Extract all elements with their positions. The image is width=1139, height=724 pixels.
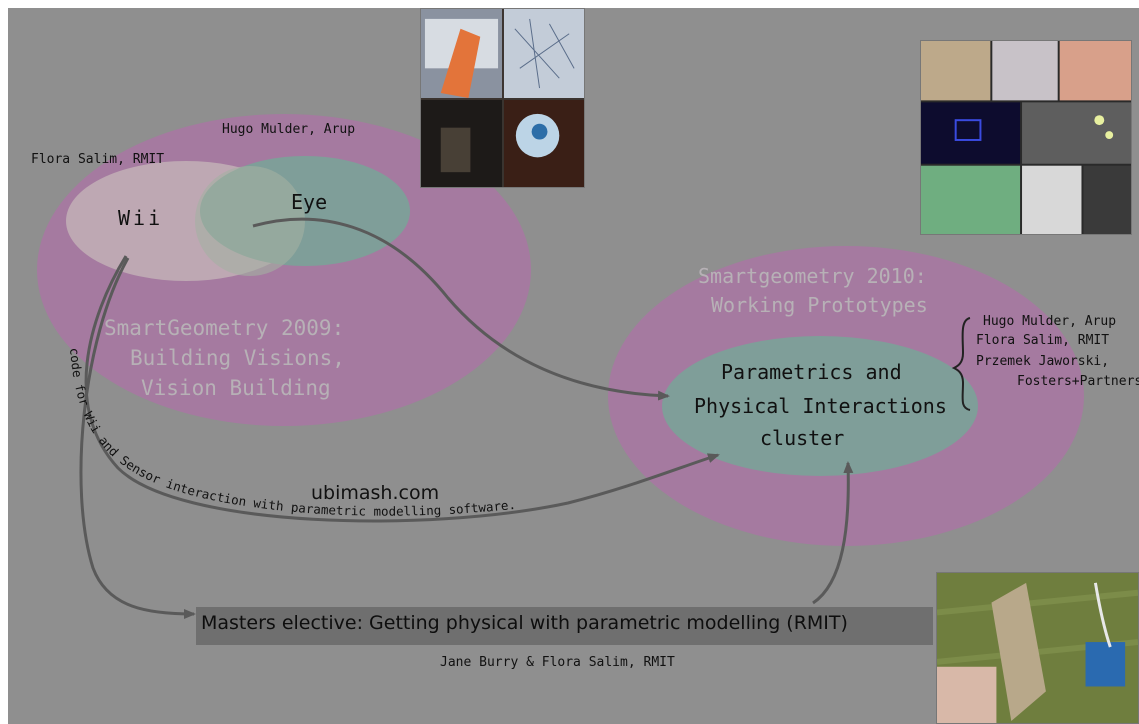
cluster-ellipse	[662, 336, 978, 476]
people-brace	[951, 317, 971, 411]
photo-collage-prototypes-graphic	[921, 41, 1131, 234]
arrow-wii-to-elective	[79, 257, 196, 619]
photo-collage-wii-graphic	[421, 9, 584, 187]
arrow-eye-to-cluster	[252, 217, 670, 401]
sg2010-title-line2: Working Prototypes	[711, 293, 928, 317]
eye-label: Eye	[291, 190, 328, 214]
photo-elective-prototype-graphic	[937, 573, 1138, 723]
sg2009-title-line2: Building Visions,	[130, 346, 345, 370]
sg2010-person-3: Przemek Jaworski,	[976, 354, 1110, 369]
sg2010-person-2: Flora Salim, RMIT	[976, 333, 1110, 348]
wii-label: Wii	[118, 206, 164, 230]
photo-collage-prototypes	[920, 40, 1132, 235]
cluster-line2: Physical Interactions	[694, 394, 947, 418]
diagram-canvas: code for Wii and Sensor interaction with…	[8, 8, 1139, 724]
arrow-elective-to-cluster	[812, 461, 854, 605]
photo-collage-wii	[420, 8, 585, 188]
elective-people: Jane Burry & Flora Salim, RMIT	[440, 655, 675, 670]
wii-eye-overlap	[195, 166, 305, 276]
ubimash-label: ubimash.com	[311, 482, 440, 504]
cluster-line3: cluster	[760, 426, 845, 450]
elective-bar	[196, 607, 933, 645]
photo-elective-prototype	[936, 572, 1139, 724]
sg2009-people-left: Flora Salim, RMIT	[31, 152, 165, 167]
sg2010-person-1: Hugo Mulder, Arup	[983, 314, 1117, 329]
arrow-code-to-cluster	[84, 255, 720, 523]
sg2009-people-top: Hugo Mulder, Arup	[222, 122, 356, 137]
cluster-line1: Parametrics and	[721, 360, 902, 384]
sg2009-title-line1: SmartGeometry 2009:	[104, 316, 345, 340]
sg2009-title-line3: Vision Building	[141, 376, 331, 400]
elective-title: Masters elective: Getting physical with …	[201, 612, 848, 634]
sg2010-person-4: Fosters+Partners	[1017, 374, 1139, 389]
sg2010-title-line1: Smartgeometry 2010:	[698, 264, 927, 288]
diagram-shapes: code for Wii and Sensor interaction with…	[37, 114, 1084, 619]
